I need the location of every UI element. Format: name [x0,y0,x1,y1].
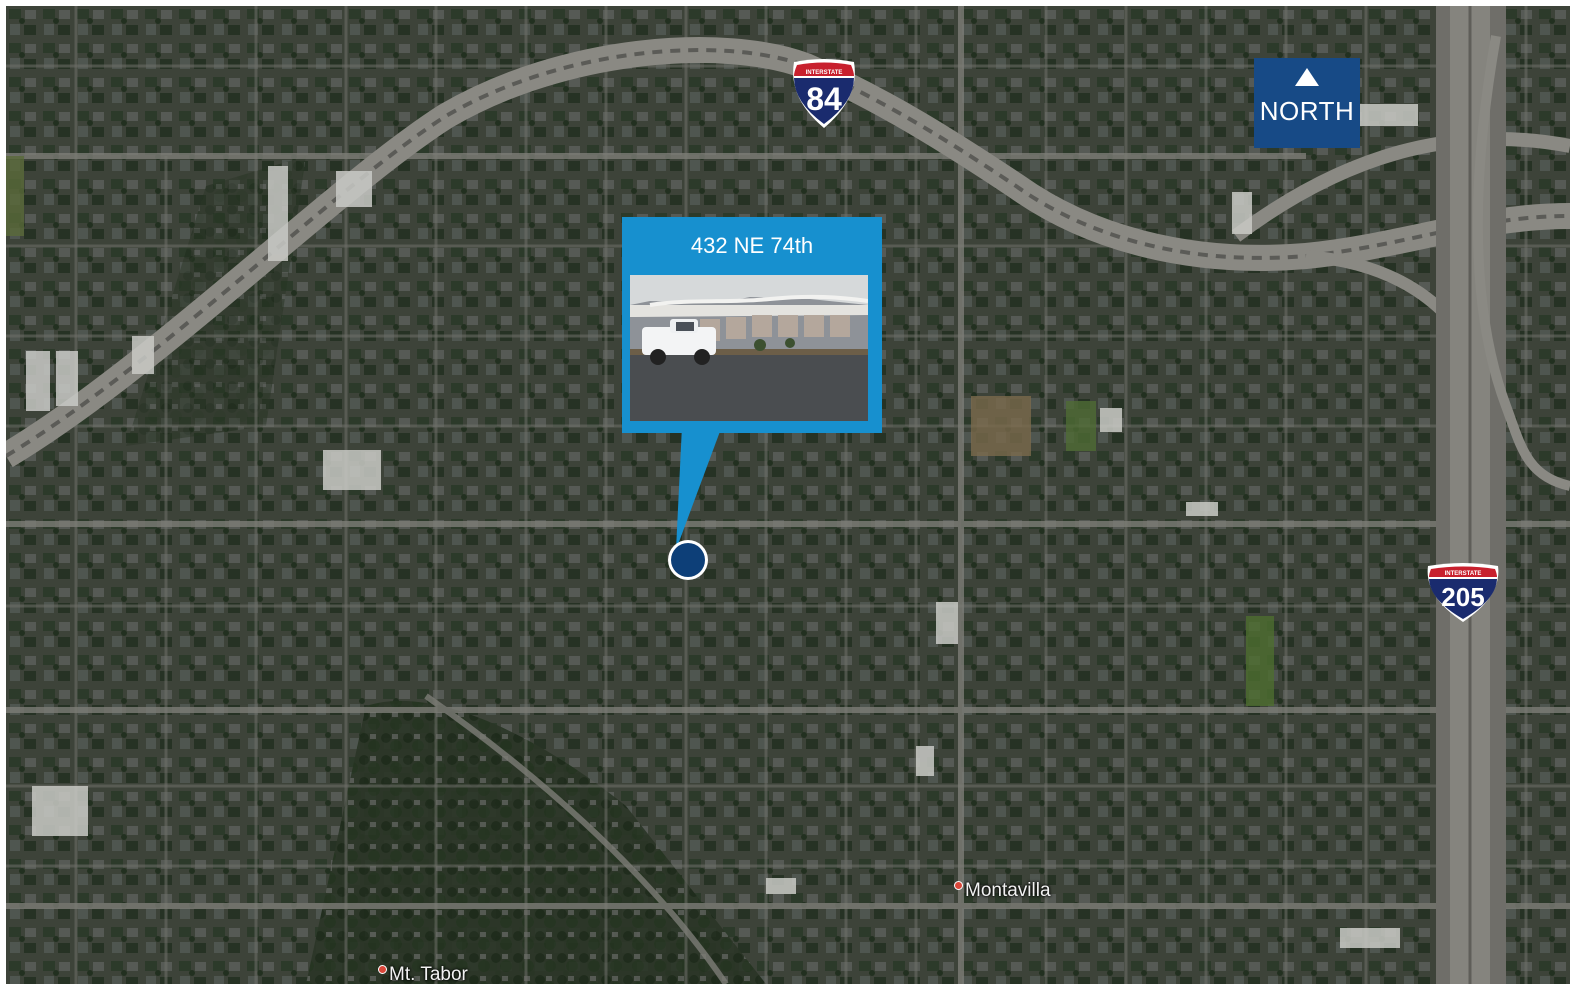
property-callout[interactable]: 432 NE 74th [622,217,882,433]
interstate-84-shield-icon[interactable]: INTERSTATE 84 [788,58,860,130]
place-pin-icon [954,881,963,890]
north-arrow-icon [1295,68,1319,86]
place-pin-icon [378,965,387,974]
building-photo-image [630,275,868,421]
shield-route-number: 205 [1441,582,1484,612]
north-indicator: NORTH [1254,58,1360,148]
shield-banner: INTERSTATE [806,70,843,76]
satellite-imagery [6,6,1570,984]
property-marker[interactable] [666,426,726,586]
shield-route-number: 84 [806,81,842,117]
aerial-map[interactable]: 432 NE 74th [6,6,1570,984]
place-label-text: Mt. Tabor [389,964,468,984]
shield-banner: INTERSTATE [1445,571,1482,577]
place-label-text: Montavilla [965,880,1051,901]
north-label: NORTH [1259,96,1355,126]
place-label-montavilla[interactable]: Montavilla [954,880,1051,902]
property-address: 432 NE 74th [690,233,814,258]
pickup-truck [642,319,716,365]
property-photo [630,275,868,421]
interstate-205-shield-icon[interactable]: INTERSTATE 205 [1424,562,1502,624]
place-label-mt-tabor[interactable]: Mt. Tabor [378,964,468,984]
